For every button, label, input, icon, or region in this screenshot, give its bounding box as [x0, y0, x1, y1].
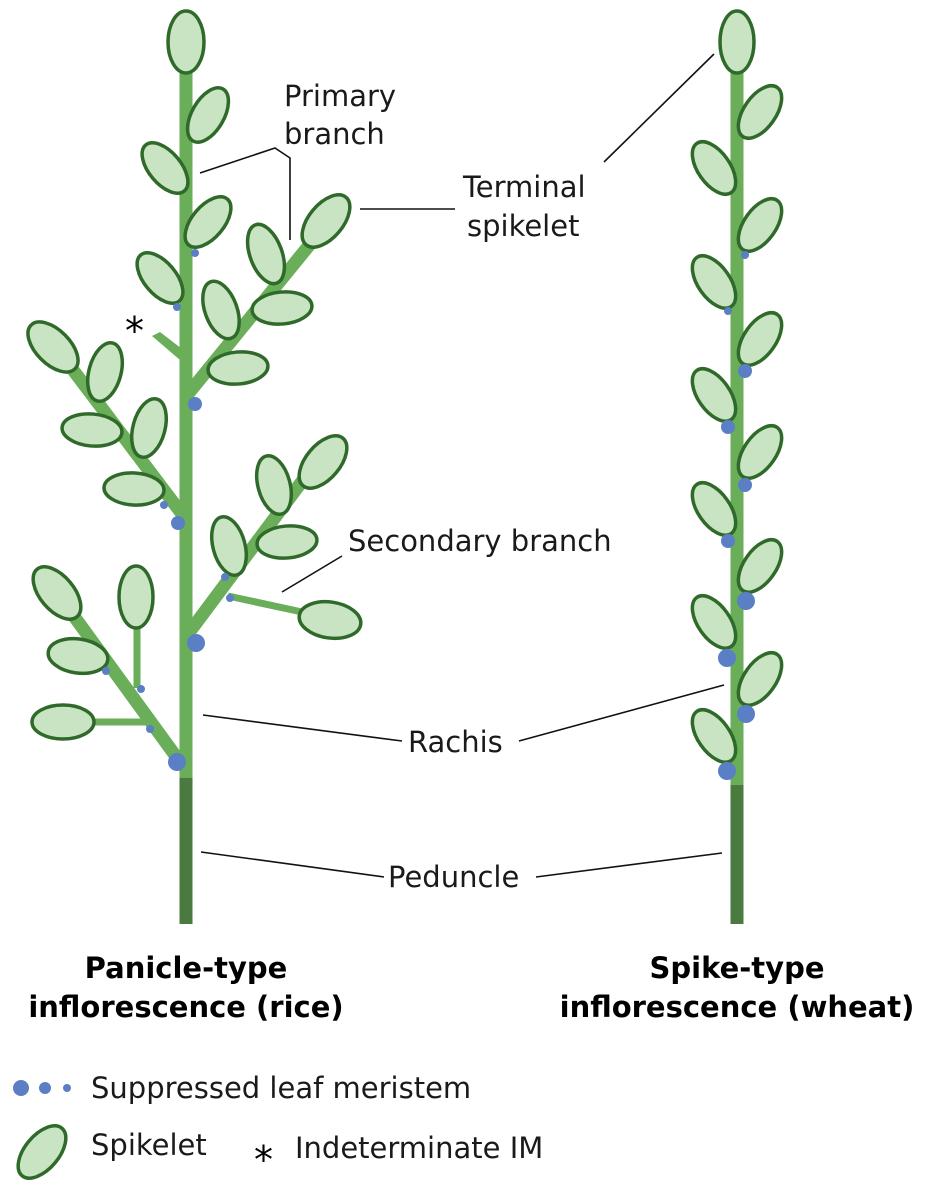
spikelet — [168, 11, 204, 73]
legend-indeterminate-label: Indeterminate IM — [295, 1131, 543, 1165]
spikelet — [251, 289, 314, 326]
panicle-title-line1: Panicle-type — [85, 951, 288, 985]
leader-secondary-branch — [282, 556, 342, 592]
legend-spikelet-label: Spikelet — [91, 1128, 207, 1162]
spikelet — [206, 513, 252, 579]
meristem-dot — [221, 573, 229, 581]
indeterminate-asterisk: * — [125, 309, 144, 353]
legend-meristem-label: Suppressed leaf meristem — [91, 1071, 471, 1105]
meristem-dot — [737, 705, 755, 723]
meristem-dot — [173, 303, 181, 311]
spikelet — [720, 11, 754, 73]
legend: Suppressed leaf meristem Spikelet * Inde… — [9, 1071, 543, 1184]
label-rachis: Rachis — [408, 725, 503, 759]
meristem-dot — [721, 534, 735, 548]
meristem-dot — [187, 634, 205, 652]
label-secondary-branch: Secondary branch — [348, 524, 612, 558]
spike-inflorescence — [684, 11, 791, 924]
meristem-dot — [718, 762, 736, 780]
meristem-dot — [137, 685, 145, 693]
meristem-dot — [188, 397, 202, 411]
spikelet — [297, 598, 363, 642]
leader-peduncle-right — [536, 853, 722, 877]
label-primary: Primary — [284, 79, 396, 113]
meristem-dot — [168, 753, 186, 771]
spikelet — [82, 339, 128, 405]
panicle-title-line2: inflorescence (rice) — [28, 990, 343, 1024]
primary-branch-lower-left — [68, 608, 180, 762]
meristem-dot — [737, 592, 755, 610]
meristem-dot — [718, 649, 736, 667]
meristem-dot — [146, 725, 154, 733]
meristem-dot — [226, 594, 234, 602]
leader-peduncle-left — [201, 852, 384, 877]
label-terminal: Terminal — [462, 170, 586, 204]
spikelet — [103, 471, 165, 506]
meristem-dot — [738, 478, 752, 492]
spike-title-line2: inflorescence (wheat) — [560, 990, 915, 1024]
spikelet — [46, 635, 110, 677]
spikelet — [126, 395, 172, 461]
meristem-dot — [102, 667, 110, 675]
meristem-dot — [724, 307, 732, 315]
meristem-dot — [741, 251, 749, 259]
leader-rachis-left — [203, 715, 402, 741]
meristem-dot — [191, 249, 199, 257]
label-peduncle: Peduncle — [388, 860, 519, 894]
meristem-dot — [171, 516, 185, 530]
spikelet — [251, 452, 297, 518]
spikelet-icon — [9, 1117, 75, 1184]
spikelet — [119, 566, 153, 628]
meristem-dot — [160, 501, 168, 509]
meristem-dot — [721, 420, 735, 434]
spike-title-line1: Spike-type — [650, 951, 825, 985]
asterisk-icon: * — [254, 1138, 273, 1182]
label-spikelet: spikelet — [467, 209, 579, 243]
label-branch: branch — [284, 117, 385, 151]
meristem-dot-icon — [13, 1080, 71, 1096]
spikelet — [32, 705, 94, 739]
meristem-dot — [738, 364, 752, 378]
secondary-branch-right — [228, 596, 302, 612]
